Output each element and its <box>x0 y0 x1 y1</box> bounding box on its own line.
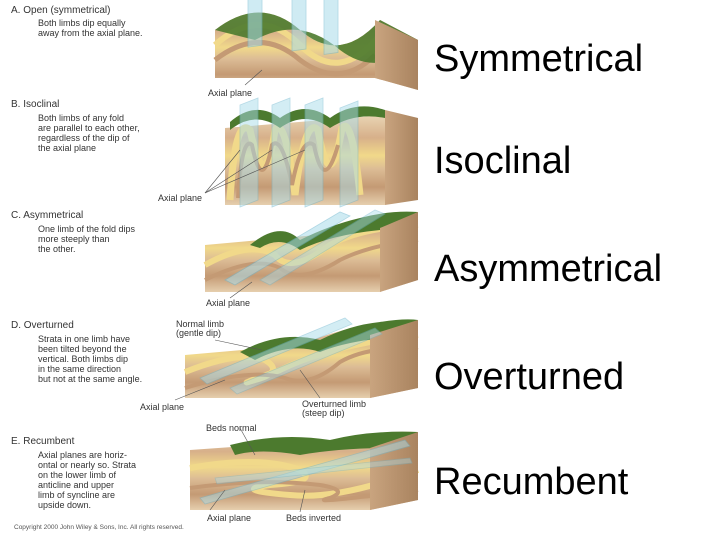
block-symmetrical <box>213 0 418 90</box>
label-symmetrical: Symmetrical <box>434 38 644 80</box>
panel-c-axial-plane-label: Axial plane <box>206 298 251 308</box>
panel-a-title: A. Open (symmetrical) <box>11 5 111 16</box>
panel-d-overturned-limb-label: Overturned limb (steep dip) <box>302 399 367 418</box>
panel-b-title: B. Isoclinal <box>11 99 60 110</box>
panel-d-description: Strata in one limb have been tilted beyo… <box>38 334 143 384</box>
panel-e-beds-normal-label: Beds normal <box>206 423 257 433</box>
panel-a-axial-plane-label: Axial plane <box>208 88 253 98</box>
panel-d-title: D. Overturned <box>11 320 74 331</box>
panel-e-axial-plane-label: Axial plane <box>207 513 252 523</box>
block-asymmetrical <box>203 209 419 299</box>
panel-e-description: Axial planes are horiz- ontal or nearly … <box>38 450 137 510</box>
block-overturned <box>174 317 419 401</box>
panel-e-title: E. Recumbent <box>11 436 75 447</box>
fold-types-figure: A. Open (symmetrical) Both limbs dip equ… <box>11 0 420 531</box>
panel-d-axial-plane-label: Axial plane <box>140 402 185 412</box>
panel-b-axial-plane-label: Axial plane <box>158 193 203 203</box>
panel-e-beds-inverted-label: Beds inverted <box>286 513 342 523</box>
label-isoclinal: Isoclinal <box>434 140 572 182</box>
fold-diagrams <box>174 0 420 513</box>
block-recumbent <box>189 427 420 513</box>
panel-b-description: Both limbs of any fold are parallel to e… <box>38 113 140 153</box>
panel-d-normal-limb-label: Normal limb (gentle dip) <box>176 319 225 338</box>
copyright-notice: Copyright 2000 John Wiley & Sons, Inc. A… <box>14 524 184 531</box>
block-isoclinal <box>204 97 418 208</box>
panel-c-description: One limb of the fold dips more steeply t… <box>38 224 136 254</box>
label-overturned: Overturned <box>434 356 625 398</box>
label-recumbent: Recumbent <box>434 461 629 503</box>
panel-a-description: Both limbs dip equally away from the axi… <box>38 18 143 38</box>
label-asymmetrical: Asymmetrical <box>434 248 663 290</box>
panel-c-title: C. Asymmetrical <box>11 210 84 221</box>
